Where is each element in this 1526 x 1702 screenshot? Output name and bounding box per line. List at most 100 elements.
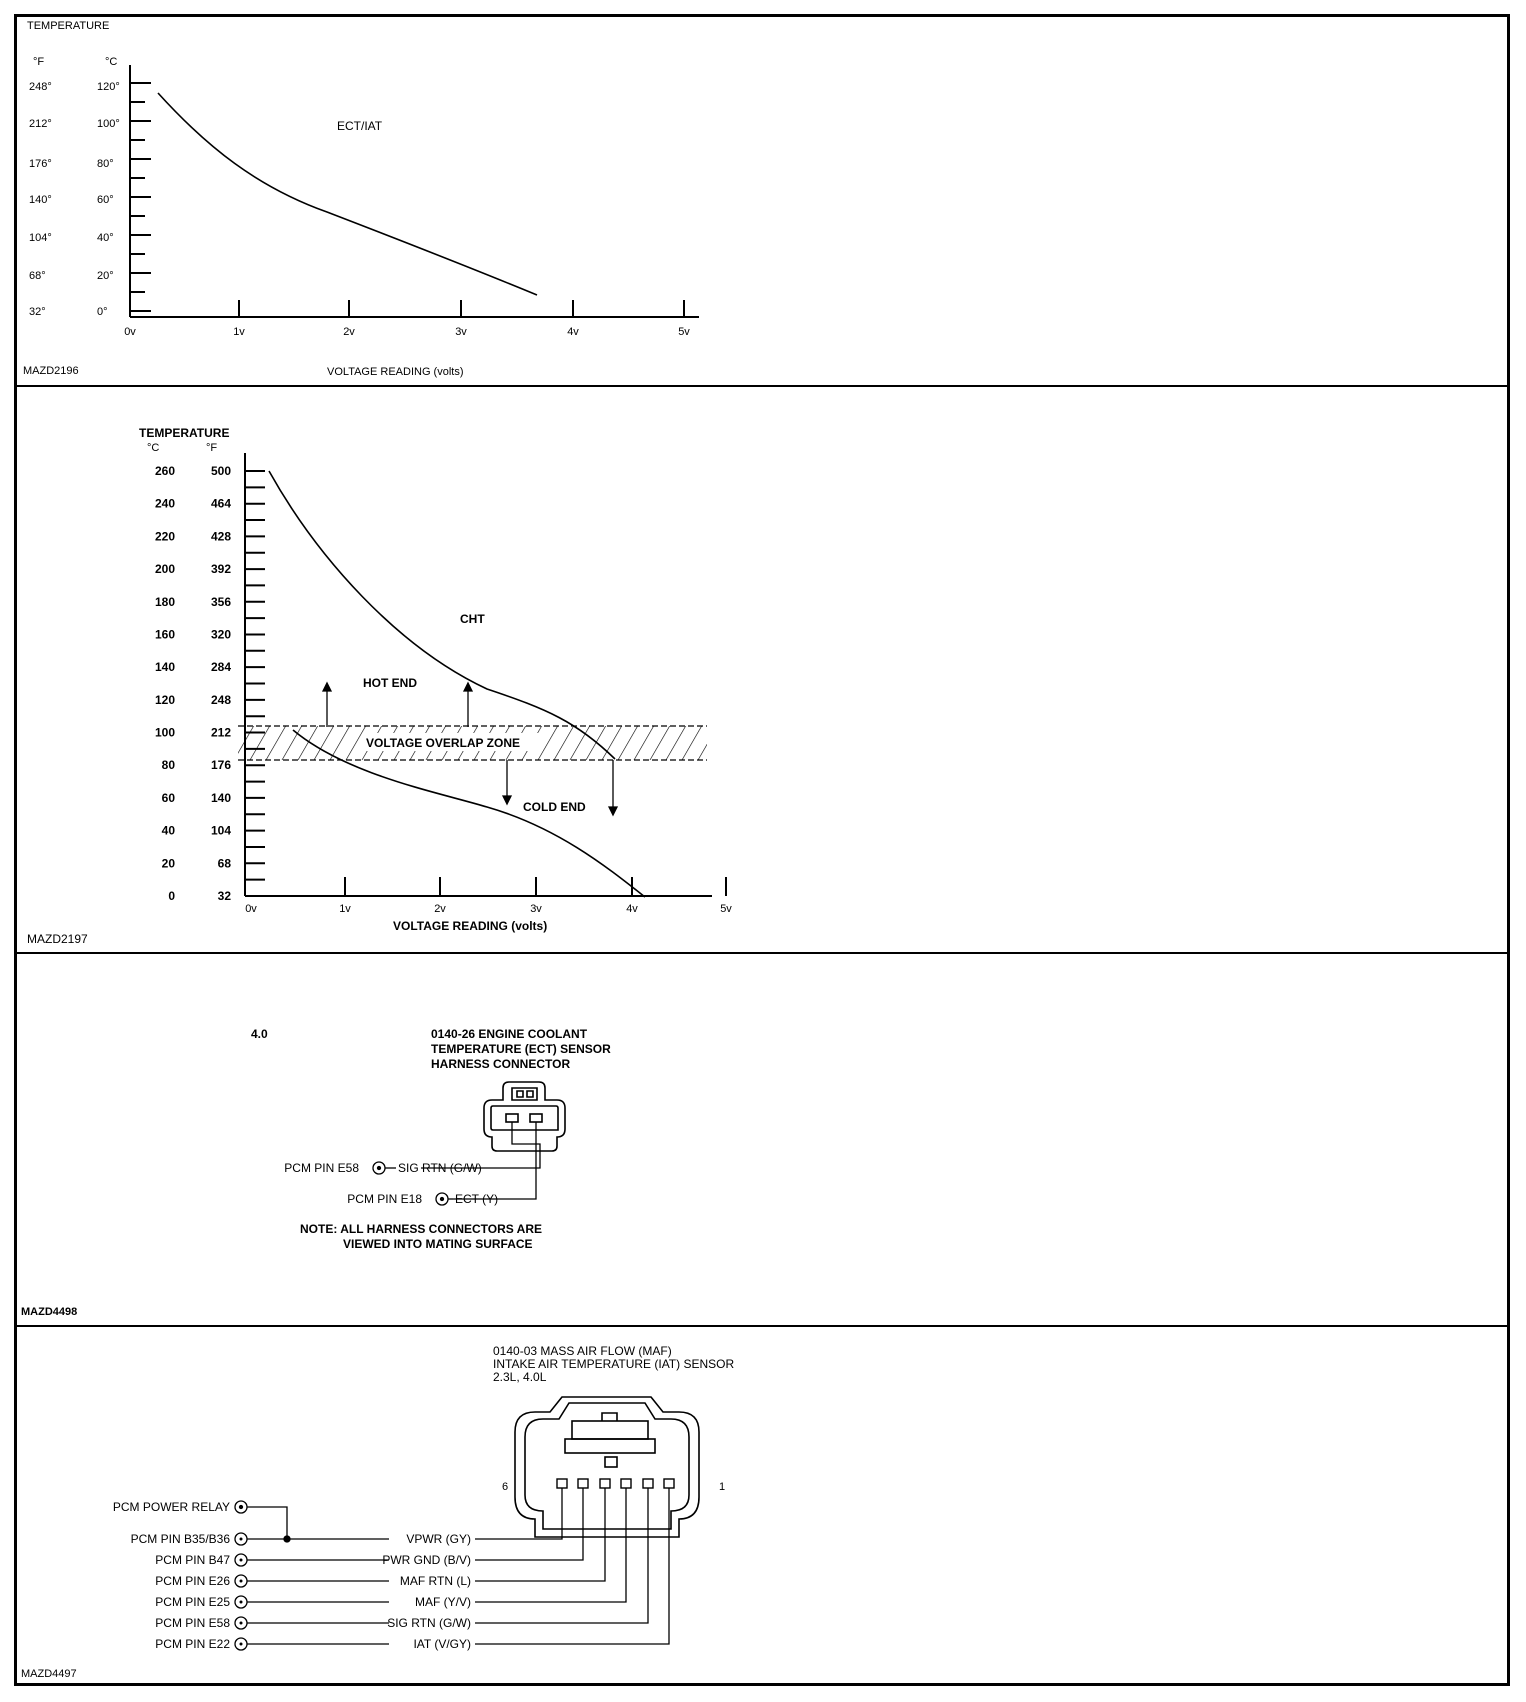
- graph2-x-tick-label: 3v: [530, 903, 542, 915]
- graph2-temp-f: 356: [211, 595, 231, 609]
- ect-iat-graph-panel: TEMPERATURE °F °C 248°120°212°100°176°80…: [17, 17, 1507, 387]
- graph1-title: TEMPERATURE: [27, 20, 109, 32]
- graph1-figure-id: MAZD2196: [23, 365, 79, 377]
- graph2-temp-c: 80: [162, 758, 176, 772]
- cold-end-label: COLD END: [523, 800, 586, 814]
- direction-arrows: [321, 681, 619, 817]
- graph1-x-tick-label: 5v: [678, 326, 690, 338]
- maf-pin-terminal: [556, 1478, 568, 1489]
- maf-pin-terminal: [577, 1478, 589, 1489]
- maf-wire-right: [475, 1488, 627, 1603]
- maf-pin-terminal: [663, 1478, 675, 1489]
- graph2-temp-c: 120: [155, 693, 175, 707]
- graph2-temp-f: 428: [211, 529, 231, 543]
- graph1-x-tick-label: 4v: [567, 326, 579, 338]
- ect-wires: [372, 1122, 541, 1206]
- note-line-1: NOTE: ALL HARNESS CONNECTORS ARE: [300, 1222, 542, 1236]
- overlap-zone-label: VOLTAGE OVERLAP ZONE: [366, 736, 520, 750]
- graph2-temp-f: 320: [211, 627, 231, 641]
- ect-wire-sig-rtn: SIG RTN (G/W): [398, 1161, 482, 1175]
- maf-pcm-pin-label: PCM PIN B47: [155, 1553, 230, 1567]
- graph2-temp-f: 248: [211, 693, 231, 707]
- graph1-x-tick-label: 0v: [124, 326, 136, 338]
- maf-figure-id: MAZD4497: [21, 1668, 77, 1680]
- hot-end-label: HOT END: [363, 676, 417, 690]
- graph1-temp-c: 100°: [97, 118, 120, 130]
- maf-wire-right: [475, 1488, 563, 1540]
- cht-hot-curve: [268, 470, 616, 760]
- maf-connector-body: [514, 1396, 700, 1538]
- maf-wire-right: [475, 1488, 606, 1582]
- graph2-unit-f: °F: [206, 442, 217, 454]
- maf-pin-6-label: 6: [502, 1481, 508, 1493]
- cht-curve-label: CHT: [460, 612, 485, 626]
- ect-iat-curve: [157, 92, 538, 296]
- pcm-pin-terminal-dot: [239, 1537, 243, 1541]
- ect-connector-panel: 4.0 0140-26 ENGINE COOLANT TEMPERATURE (…: [17, 954, 1507, 1327]
- graph2-temp-c: 260: [155, 464, 175, 478]
- graph2-figure-id: MAZD2197: [27, 932, 88, 946]
- graph2-title: TEMPERATURE: [139, 426, 229, 440]
- maf-pcm-pin-label: PCM PIN E58: [155, 1616, 230, 1630]
- graph2-temp-c: 60: [162, 791, 176, 805]
- graph1-temp-c: 40°: [97, 232, 114, 244]
- pcm-pin-terminal-dot: [239, 1579, 243, 1583]
- document-frame: TEMPERATURE °F °C 248°120°212°100°176°80…: [14, 14, 1510, 1686]
- graph1-temp-c: 120°: [97, 81, 120, 93]
- maf-title-line-1: 0140-03 MASS AIR FLOW (MAF): [493, 1344, 672, 1358]
- maf-pin-1-label: 1: [719, 1481, 725, 1493]
- graph1-temp-f: 68°: [29, 270, 46, 282]
- graph2-temp-f: 284: [211, 660, 231, 674]
- maf-pin-terminal: [642, 1478, 654, 1489]
- maf-pcm-pin-label: PCM PIN B35/B36: [131, 1532, 231, 1546]
- maf-pcm-pin-label: PCM PIN E22: [155, 1637, 230, 1651]
- graph2-x-tick-label: 5v: [720, 903, 732, 915]
- maf-iat-connector-diagram: 0140-03 MASS AIR FLOW (MAF) INTAKE AIR T…: [21, 1344, 734, 1680]
- ect-iat-graph: TEMPERATURE °F °C 248°120°212°100°176°80…: [23, 20, 699, 378]
- maf-title-line-3: 2.3L, 4.0L: [493, 1370, 547, 1384]
- ect-connector-body: [483, 1081, 566, 1152]
- ect-pcm-pin-e58: PCM PIN E58: [284, 1161, 359, 1175]
- ect-connector-diagram: 4.0 0140-26 ENGINE COOLANT TEMPERATURE (…: [21, 1027, 611, 1318]
- maf-wire-label: MAF RTN (L): [400, 1574, 471, 1588]
- graph2-temp-c: 240: [155, 497, 175, 511]
- maf-wire-right: [475, 1488, 584, 1561]
- graph1-unit-f: °F: [33, 56, 44, 68]
- graph2-temp-f: 104: [211, 824, 231, 838]
- graph2-temp-f: 392: [211, 562, 231, 576]
- pcm-pin-terminal-dot: [239, 1621, 243, 1625]
- graph2-x-tick-label: 0v: [245, 903, 257, 915]
- ect-title-line-2: TEMPERATURE (ECT) SENSOR: [431, 1042, 611, 1056]
- graph1-temp-f: 104°: [29, 232, 52, 244]
- graph2-temp-f: 140: [211, 791, 231, 805]
- graph2-temp-c: 40: [162, 824, 176, 838]
- maf-pin-terminal: [620, 1478, 632, 1489]
- maf-wire-label: MAF (Y/V): [415, 1595, 471, 1609]
- ect-title-line-1: 0140-26 ENGINE COOLANT: [431, 1027, 588, 1041]
- maf-pcm-pin-label: PCM PIN E25: [155, 1595, 230, 1609]
- ect-title-line-3: HARNESS CONNECTOR: [431, 1057, 570, 1071]
- graph1-unit-c: °C: [105, 56, 117, 68]
- graph1-x-tick-label: 1v: [233, 326, 245, 338]
- graph2-temp-c: 20: [162, 856, 176, 870]
- maf-wire-label: VPWR (GY): [406, 1532, 471, 1546]
- graph2-x-tick-label: 4v: [626, 903, 638, 915]
- maf-wire-right: [475, 1488, 670, 1645]
- ect-figure-id: MAZD4498: [21, 1306, 77, 1318]
- graph2-temp-f: 176: [211, 758, 231, 772]
- graph1-temp-f: 176°: [29, 158, 52, 170]
- maf-iat-connector-panel: 0140-03 MASS AIR FLOW (MAF) INTAKE AIR T…: [17, 1327, 1507, 1683]
- pcm-pin-terminal-dot: [239, 1600, 243, 1604]
- graph1-temp-c: 0°: [97, 306, 108, 318]
- graph2-x-tick-label: 1v: [339, 903, 351, 915]
- relay-wire: [234, 1500, 291, 1543]
- engine-label: 4.0: [251, 1027, 268, 1041]
- graph2-temp-f: 68: [218, 856, 232, 870]
- graph1-temp-f: 248°: [29, 81, 52, 93]
- graph2-temp-f: 500: [211, 464, 231, 478]
- graph2-temp-c: 200: [155, 562, 175, 576]
- maf-wire-right: [475, 1488, 649, 1624]
- graph2-temp-f: 32: [218, 889, 232, 903]
